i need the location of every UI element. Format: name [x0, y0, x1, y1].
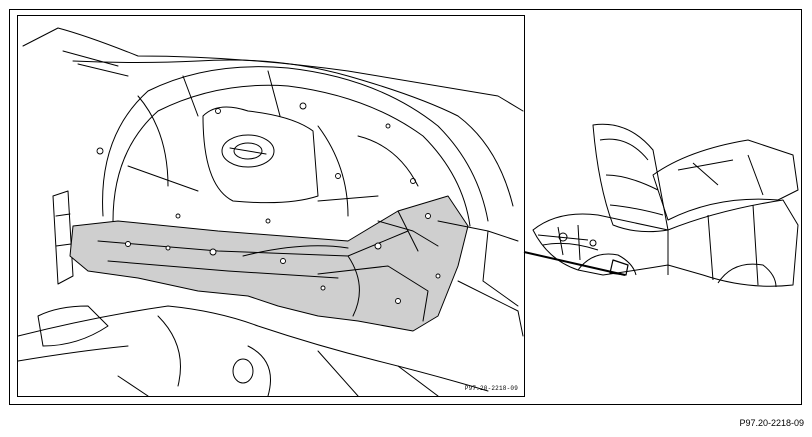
body-shell: [532, 199, 799, 287]
inner-figure-reference: P97.20-2218-09: [464, 385, 518, 392]
lower-frame: [18, 305, 489, 392]
front-wheel-arch: [577, 253, 637, 276]
strut-tower: [202, 106, 319, 204]
highlighted-side-member: [69, 195, 469, 332]
panel-holes: [96, 102, 416, 224]
rear-wheel-arch: [717, 263, 777, 288]
open-hood: [592, 123, 669, 233]
strut-mount-circle: [221, 134, 275, 168]
detail-view-panel: P97.20-2218-09: [17, 15, 525, 397]
roof-frame: [652, 139, 799, 221]
member-holes: [125, 213, 441, 304]
fender-top-edge: [22, 27, 524, 112]
wheelhouse-detail-drawing: [18, 27, 524, 396]
marked-area: [609, 259, 629, 276]
vehicle-overview-drawing: [532, 123, 799, 288]
front-bracket: [52, 190, 74, 285]
fender-inner-line: [72, 59, 514, 207]
wheel-arch-outline: [102, 66, 489, 222]
figure-reference-code: P97.20-2218-09: [739, 418, 804, 428]
